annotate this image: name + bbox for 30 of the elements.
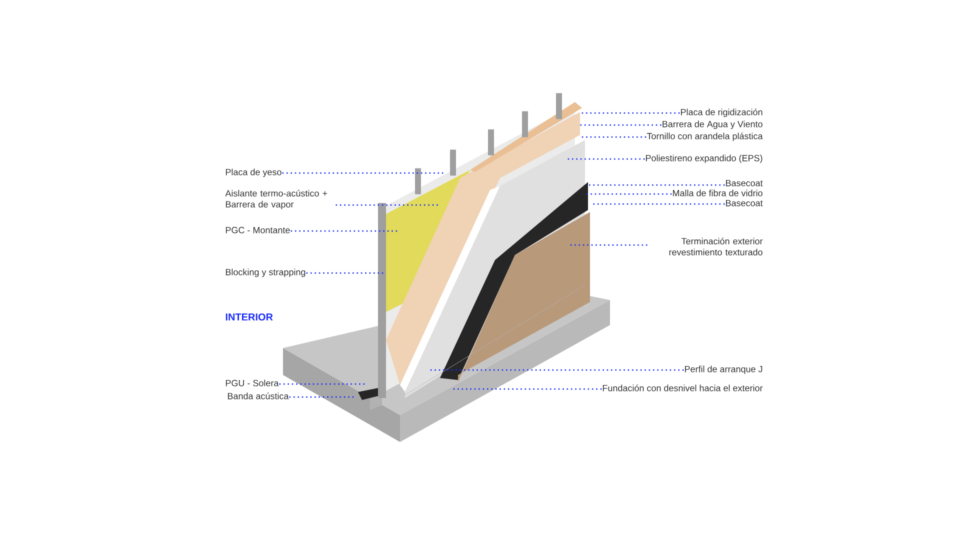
label-text: Basecoat [726, 200, 763, 206]
label-text: Placa de rigidización [681, 108, 762, 118]
leader-line [289, 396, 356, 398]
label-text: Banda acústica [228, 392, 289, 400]
label-text: Fundación con desnivel hacia el exterior [602, 384, 763, 392]
leader-line [579, 124, 662, 126]
label-text: Barrera de Agua y Viento [662, 120, 762, 130]
leader-line [579, 112, 680, 114]
label-text: Poliestireno expandido (EPS) [646, 154, 762, 164]
leader-line [336, 204, 441, 206]
leader-line [581, 136, 646, 138]
label-text: PGC - Montante [226, 226, 290, 234]
leader-line [565, 158, 645, 160]
label-text: Terminación exterior revestimiento texturado [669, 238, 763, 256]
leader-line [306, 272, 386, 274]
label-text: PGU - Solera [226, 380, 279, 386]
leader-line [429, 369, 684, 371]
leader-line [279, 383, 367, 385]
leader-line [586, 184, 725, 186]
label-text: Tornillo con arandela plástica [646, 132, 763, 142]
label-text: Placa de yeso [226, 168, 282, 178]
label-text: Basecoat [726, 180, 763, 186]
leader-line [290, 230, 398, 232]
label-text: Perfil de arranque J [685, 366, 762, 374]
side-label: INTERIOR [226, 313, 273, 321]
leader-line [282, 172, 446, 174]
label-text: Aislante termo-acústico + Barrera de vapor [225, 190, 328, 210]
leader-line [586, 193, 672, 195]
label-text: Blocking y strapping [226, 268, 306, 278]
label-text: Malla de fibra de vidrio [673, 190, 762, 196]
